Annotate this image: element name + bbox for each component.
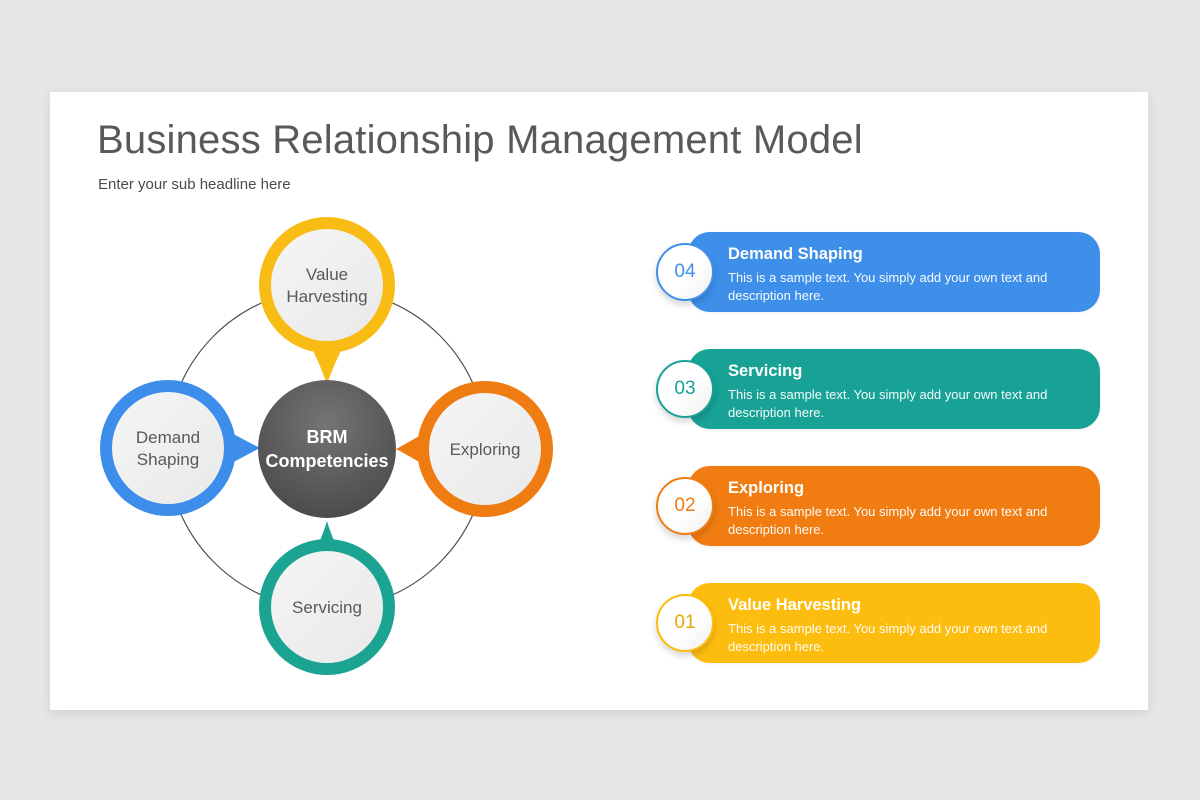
card-number-badge: 03 [656,360,714,418]
demand-shaping-label-line1: Demand [136,428,200,447]
card-title: Value Harvesting [728,596,861,614]
slide-title: Business Relationship Management Model [97,118,863,162]
cards-list: 04 Demand Shaping This is a sample text.… [656,232,1100,663]
card-title: Exploring [728,479,805,497]
exploring-label: Exploring [450,440,521,459]
brm-competencies-center-circle [258,380,396,518]
card-demand-shaping: 04 Demand Shaping This is a sample text.… [656,232,1100,312]
card-number-badge: 02 [656,477,714,535]
center-label-line2: Competencies [265,451,388,471]
card-number: 02 [674,495,696,516]
card-exploring: 02 Exploring This is a sample text. You … [656,466,1100,546]
card-title: Servicing [728,362,803,380]
center-label-line1: BRM [307,427,348,447]
value-harvesting-label-line2: Harvesting [286,287,367,306]
card-number: 01 [674,612,696,633]
card-body: Exploring This is a sample text. You sim… [688,466,1100,546]
card-body: Servicing This is a sample text. You sim… [688,349,1100,429]
card-number-badge: 01 [656,594,714,652]
card-servicing: 03 Servicing This is a sample text. You … [656,349,1100,429]
demand-shaping-label-line2: Shaping [137,450,199,469]
servicing-node [259,539,395,675]
card-body: Value Harvesting This is a sample text. … [688,583,1100,663]
exploring-node [417,381,553,517]
card-number: 04 [674,261,696,282]
value-harvesting-node [259,217,395,353]
demand-shaping-node [100,380,236,516]
card-number: 03 [674,378,696,399]
value-harvesting-label-line1: Value [306,265,348,284]
card-value-harvesting: 01 Value Harvesting This is a sample tex… [656,583,1100,663]
card-title: Demand Shaping [728,245,863,263]
card-description: This is a sample text. You simply add yo… [728,387,1048,420]
slide-subtitle: Enter your sub headline here [98,176,291,193]
servicing-label: Servicing [292,598,362,617]
card-body: Demand Shaping This is a sample text. Yo… [688,232,1100,312]
slide: Business Relationship Management Model E… [50,92,1148,710]
card-number-badge: 04 [656,243,714,301]
card-description: This is a sample text. You simply add yo… [728,504,1048,537]
card-description: This is a sample text. You simply add yo… [728,621,1048,654]
card-description: This is a sample text. You simply add yo… [728,270,1048,303]
brm-diagram: Value Harvesting Demand Shaping Explorin… [100,217,553,675]
